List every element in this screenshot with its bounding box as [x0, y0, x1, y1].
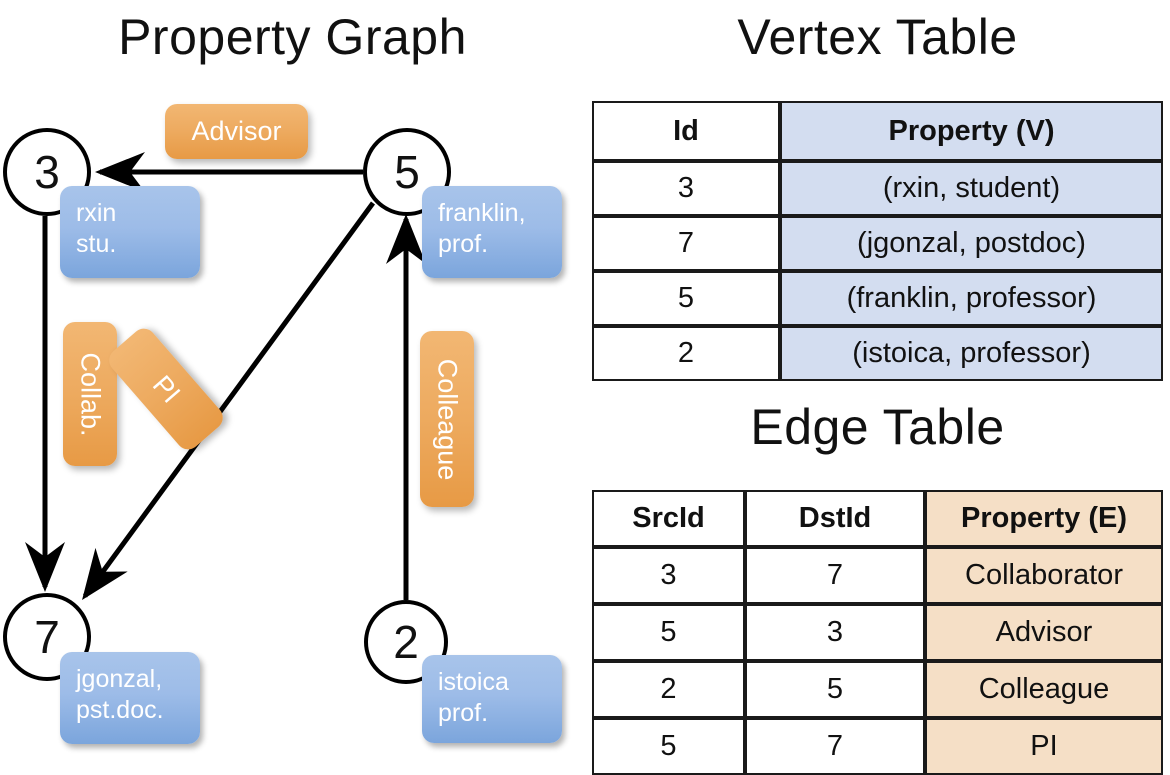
page-title-edge-table: Edge Table	[750, 399, 1005, 455]
table-row: 3 (rxin, student)	[592, 161, 1163, 216]
vertex-property-line1: istoica	[438, 668, 509, 696]
table-header-row: Id Property (V)	[592, 101, 1163, 161]
edge-cell-dstid: 5	[745, 661, 925, 718]
vertex-cell-property: (istoica, professor)	[780, 326, 1163, 381]
vertex-cell-id: 2	[592, 326, 780, 381]
vertex-property-line1: rxin	[76, 199, 117, 227]
table-header-row: SrcId DstId Property (E)	[592, 490, 1163, 547]
table-row: 7 (jgonzal, postdoc)	[592, 216, 1163, 271]
edge-cell-property: PI	[925, 718, 1163, 775]
edge-cell-srcid: 2	[592, 661, 745, 718]
edge-line-5-to-7	[82, 201, 376, 601]
vertex-property-line1: jgonzal,	[76, 665, 163, 693]
graph-node-2[interactable]: 2	[364, 600, 448, 684]
table-row: 5 3 Advisor	[592, 604, 1163, 661]
edge-table-header-property: Property (E)	[925, 490, 1163, 547]
property-graph-diagram: 3 5 7 2 rxin stu. franklin, prof. jgonza…	[0, 0, 585, 760]
vertex-property-callout-2: istoica prof.	[422, 655, 562, 743]
edge-cell-property: Colleague	[925, 661, 1163, 718]
edge-property-label: PI	[146, 369, 187, 409]
edge-property-label: Advisor	[191, 116, 282, 146]
vertex-cell-property: (jgonzal, postdoc)	[780, 216, 1163, 271]
vertex-property-line2: stu.	[76, 230, 117, 259]
graph-edge-lines	[25, 152, 426, 601]
vertex-property-line2: pst.doc.	[76, 696, 164, 725]
edge-cell-dstid: 7	[745, 547, 925, 604]
vertex-table-header-id: Id	[592, 101, 780, 161]
page-title-property-graph: Property Graph	[118, 9, 467, 65]
vertex-cell-id: 3	[592, 161, 780, 216]
table-row: 2 5 Colleague	[592, 661, 1163, 718]
vertex-property-line2: prof.	[438, 230, 489, 259]
edge-property-label: Colleague	[432, 358, 463, 480]
vertex-property-callout-7: jgonzal, pst.doc.	[60, 652, 200, 744]
table-row: 5 7 PI	[592, 718, 1163, 775]
vertex-table-header-property: Property (V)	[780, 101, 1163, 161]
vertex-cell-property: (rxin, student)	[780, 161, 1163, 216]
vertex-property-line1: franklin,	[438, 199, 526, 227]
page-title-vertex-table: Vertex Table	[737, 9, 1018, 65]
edge-cell-srcid: 5	[592, 718, 745, 775]
edge-table-header-dstid: DstId	[745, 490, 925, 547]
edge-table: SrcId DstId Property (E) 3 7 Collaborato…	[592, 490, 1163, 775]
vertex-property-callout-3: rxin stu.	[60, 186, 200, 278]
vertex-table: Id Property (V) 3 (rxin, student) 7 (jgo…	[592, 101, 1163, 381]
vertex-property-line2: prof.	[438, 699, 489, 728]
edge-cell-property: Collaborator	[925, 547, 1163, 604]
edge-property-callout-colleague: Colleague	[420, 331, 474, 507]
edge-cell-srcid: 3	[592, 547, 745, 604]
table-row: 2 (istoica, professor)	[592, 326, 1163, 381]
edge-table-header-srcid: SrcId	[592, 490, 745, 547]
edge-cell-property: Advisor	[925, 604, 1163, 661]
vertex-cell-property: (franklin, professor)	[780, 271, 1163, 326]
vertex-cell-id: 7	[592, 216, 780, 271]
table-row: 3 7 Collaborator	[592, 547, 1163, 604]
edge-cell-dstid: 3	[745, 604, 925, 661]
table-row: 5 (franklin, professor)	[592, 271, 1163, 326]
edge-cell-srcid: 5	[592, 604, 745, 661]
edge-property-label: Collab.	[75, 351, 106, 437]
edge-property-callout-advisor: Advisor	[165, 104, 308, 159]
edge-cell-dstid: 7	[745, 718, 925, 775]
edge-property-callout-collab: Collab.	[63, 322, 117, 466]
vertex-property-callout-5: franklin, prof.	[422, 186, 562, 278]
vertex-cell-id: 5	[592, 271, 780, 326]
